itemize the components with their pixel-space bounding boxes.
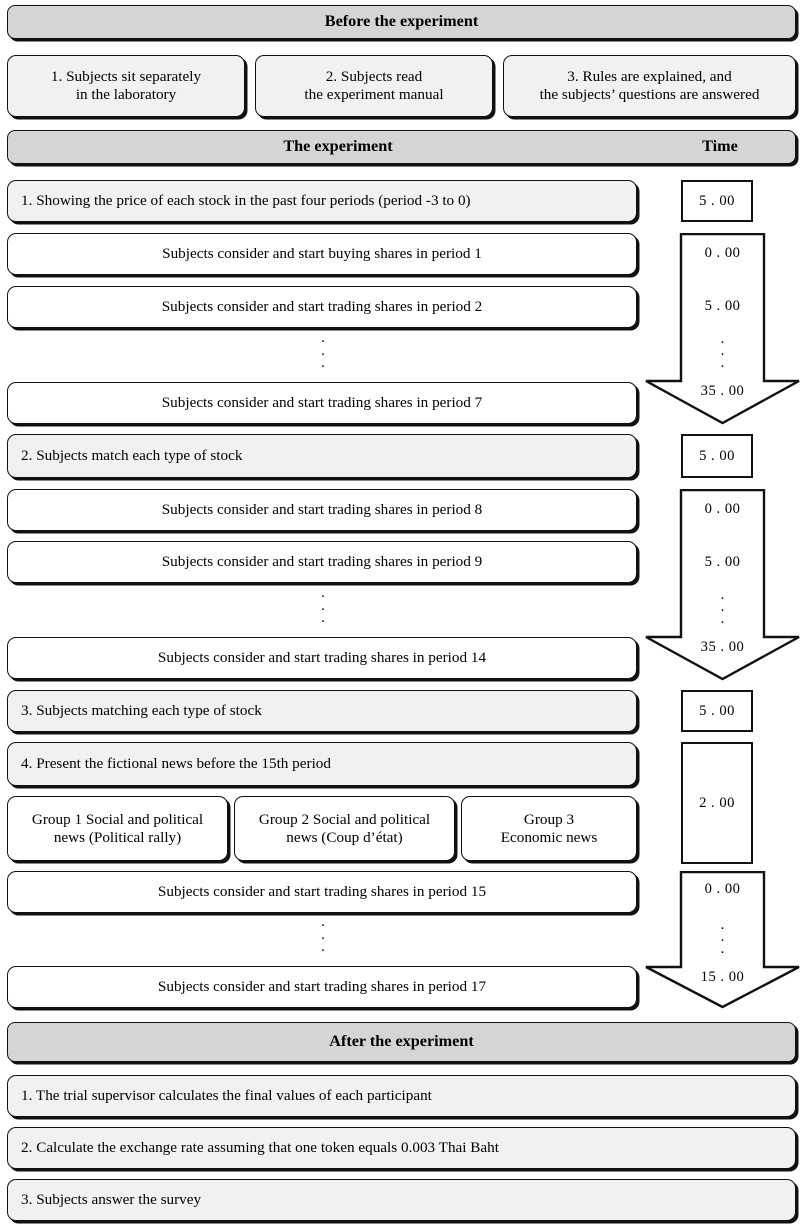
time-step-2: 5 . 00 <box>681 434 753 478</box>
time-arrow-2-top: 0 . 00 <box>704 501 741 517</box>
ellipsis-block-2: ··· <box>320 589 326 630</box>
experiment-row-period-7: Subjects consider and start trading shar… <box>7 382 637 424</box>
time-arrow-1-mid: 5 . 00 <box>704 298 741 314</box>
time-arrow-block-2: 0 . 00 5 . 00 ··· 35 . 00 <box>645 489 800 681</box>
after-step-1: 1. The trial supervisor calculates the f… <box>7 1075 796 1117</box>
time-arrow-2-mid: 5 . 00 <box>704 554 741 570</box>
time-column-title: Time <box>702 137 738 155</box>
experiment-step-2: 2. Subjects match each type of stock <box>7 434 637 478</box>
time-arrow-1-ellipsis: ··· <box>720 335 725 375</box>
experiment-row-period-1: Subjects consider and start buying share… <box>7 233 637 275</box>
section-header-after: After the experiment <box>7 1022 796 1062</box>
experiment-row-period-2: Subjects consider and start trading shar… <box>7 286 637 328</box>
experiment-step-3: 3. Subjects matching each type of stock <box>7 690 637 732</box>
experiment-step-4: 4. Present the fictional news before the… <box>7 742 637 786</box>
time-arrow-3-ellipsis: ··· <box>720 921 725 961</box>
experiment-row-period-15: Subjects consider and start trading shar… <box>7 871 637 913</box>
time-step-3: 5 . 00 <box>681 690 753 732</box>
ellipsis-block-1: ··· <box>320 334 326 375</box>
time-arrow-block-1: 0 . 00 5 . 00 ··· 35 . 00 <box>645 233 800 425</box>
section-header-experiment: The experiment Time <box>7 130 796 164</box>
section-header-before: Before the experiment <box>7 5 796 39</box>
time-arrow-block-3: 0 . 00 ··· 15 . 00 <box>645 871 800 1009</box>
time-arrow-1-top: 0 . 00 <box>704 245 741 261</box>
time-step-4: 2 . 00 <box>681 742 753 864</box>
after-step-2: 2. Calculate the exchange rate assuming … <box>7 1127 796 1169</box>
experiment-row-period-9: Subjects consider and start trading shar… <box>7 541 637 583</box>
experiment-row-period-14: Subjects consider and start trading shar… <box>7 637 637 679</box>
after-step-3: 3. Subjects answer the survey <box>7 1179 796 1221</box>
time-arrow-3-top: 0 . 00 <box>704 881 741 897</box>
experiment-step-1: 1. Showing the price of each stock in th… <box>7 180 637 222</box>
ellipsis-block-3: ··· <box>320 918 326 959</box>
experiment-row-period-17: Subjects consider and start trading shar… <box>7 966 637 1008</box>
time-arrow-2-total: 35 . 00 <box>700 639 745 655</box>
experiment-title: The experiment <box>283 137 393 155</box>
experiment-row-period-8: Subjects consider and start trading shar… <box>7 489 637 531</box>
time-step-1: 5 . 00 <box>681 180 753 222</box>
time-arrow-2-ellipsis: ··· <box>720 591 725 631</box>
time-arrow-3-total: 15 . 00 <box>700 969 745 985</box>
time-arrow-1-total: 35 . 00 <box>700 383 745 399</box>
